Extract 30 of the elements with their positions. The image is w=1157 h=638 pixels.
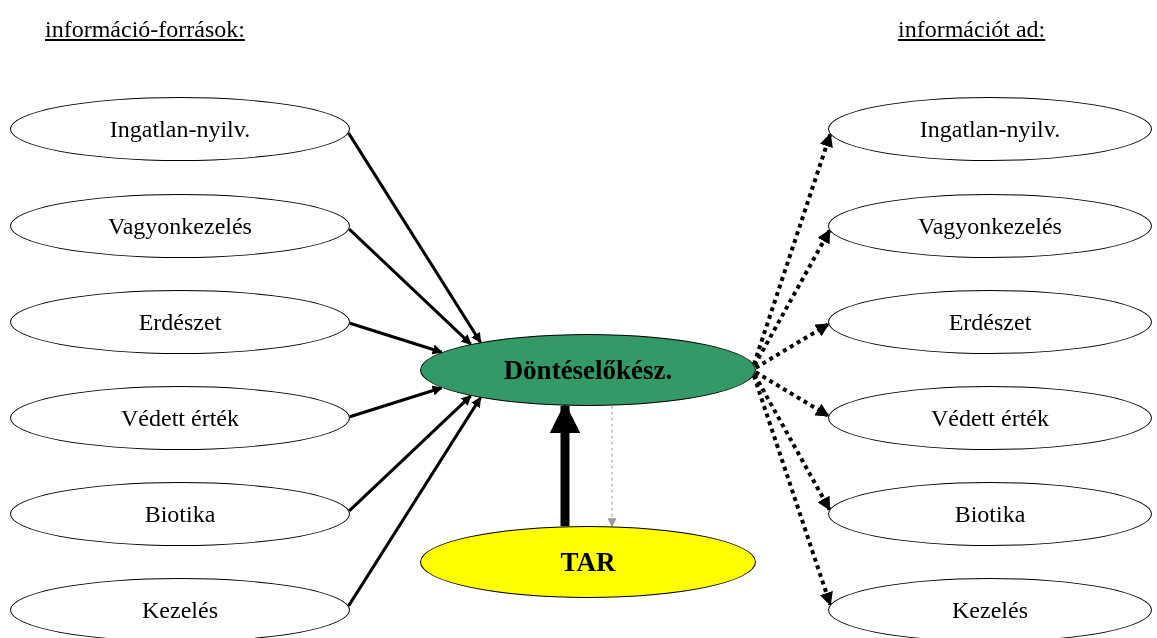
node-label: Erdészet <box>948 308 1032 336</box>
arrow <box>752 133 833 365</box>
column-heading: információ-források: <box>45 16 245 43</box>
arrow <box>347 396 482 607</box>
node-label: Döntéselőkész. <box>503 354 673 386</box>
node-label: Kezelés <box>952 596 1028 624</box>
node-label: Biotika <box>954 500 1026 528</box>
arrow <box>752 373 832 511</box>
arrow <box>607 405 617 528</box>
arrow <box>752 375 833 606</box>
ellipse-node <box>420 334 756 406</box>
arrow <box>349 385 443 419</box>
node-label: Kezelés <box>142 596 218 624</box>
node-label: Vagyonkezelés <box>918 212 1062 240</box>
node-label: Vagyonkezelés <box>108 212 252 240</box>
node-label: Biotika <box>144 500 216 528</box>
column-heading: információt ad: <box>898 16 1046 43</box>
node-label: Ingatlan-nyilv. <box>109 115 251 143</box>
arrow <box>754 370 830 418</box>
arrow <box>754 322 830 370</box>
node-label: TAR <box>560 546 616 578</box>
node-label: Erdészet <box>138 308 222 336</box>
node-label: Védett érték <box>121 404 239 432</box>
node-label: Védett érték <box>931 404 1049 432</box>
node-label: Ingatlan-nyilv. <box>919 115 1061 143</box>
arrow <box>752 229 832 367</box>
arrow <box>348 394 472 513</box>
arrow <box>347 132 482 344</box>
arrow <box>349 321 443 355</box>
arrow <box>348 227 472 346</box>
